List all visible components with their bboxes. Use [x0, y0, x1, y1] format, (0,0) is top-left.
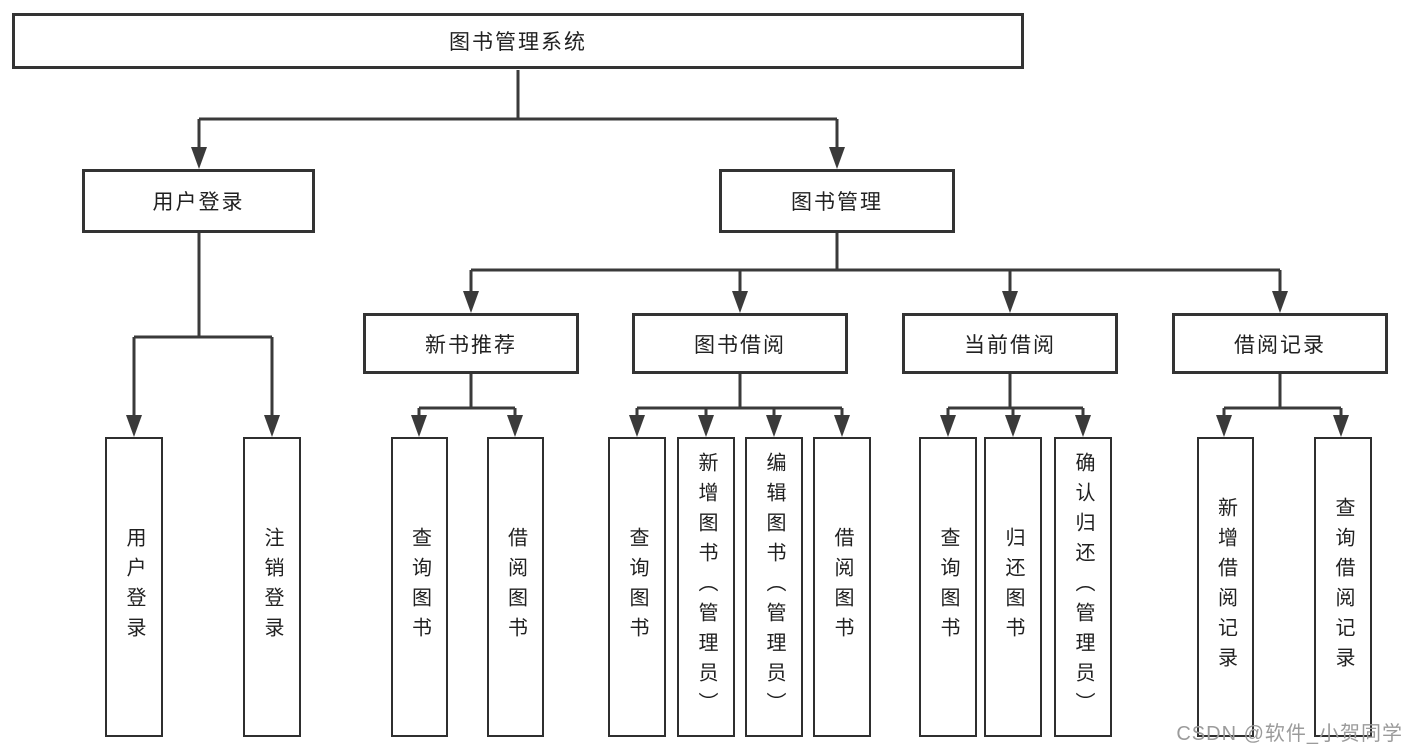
node-user-login: 用户登录: [82, 169, 315, 233]
leaf-label: 归还图书: [1002, 527, 1024, 647]
node-label: 借阅记录: [1234, 333, 1326, 357]
leaf-label: 新增图书（管理员）: [695, 452, 717, 722]
leaf-logout: 注销登录: [243, 437, 301, 737]
leaf-label: 查询图书: [626, 527, 648, 647]
leaf-label: 查询图书: [408, 527, 431, 647]
leaf-return-book: 归还图书: [984, 437, 1042, 737]
node-label: 用户登录: [152, 191, 245, 214]
leaf-confirm-return-admin: 确认归还（管理员）: [1054, 437, 1112, 737]
node-label: 图书借阅: [694, 333, 786, 357]
leaf-label: 编辑图书（管理员）: [763, 452, 785, 722]
leaf-label: 查询图书: [937, 527, 959, 647]
leaf-add-borrow-record: 新增借阅记录: [1197, 437, 1254, 737]
leaf-user-login: 用户登录: [105, 437, 163, 737]
node-current-borrowing: 当前借阅: [902, 313, 1118, 374]
leaf-query-borrow-record: 查询借阅记录: [1314, 437, 1372, 737]
leaf-edit-book-admin: 编辑图书（管理员）: [745, 437, 803, 737]
node-new-book-recommendation: 新书推荐: [363, 313, 579, 374]
node-book-management: 图书管理: [719, 169, 955, 233]
node-label: 新书推荐: [425, 333, 517, 357]
node-borrowing-records: 借阅记录: [1172, 313, 1388, 374]
node-label: 图书管理系统: [449, 31, 587, 54]
leaf-query-books-borrowing: 查询图书: [608, 437, 666, 737]
leaf-borrow-books: 借阅图书: [813, 437, 871, 737]
leaf-label: 新增借阅记录: [1214, 497, 1237, 677]
leaf-label: 用户登录: [123, 527, 145, 647]
leaf-borrow-books-recommend: 借阅图书: [487, 437, 544, 737]
node-label: 当前借阅: [964, 333, 1056, 357]
node-book-borrowing: 图书借阅: [632, 313, 848, 374]
node-label: 图书管理: [791, 191, 883, 214]
leaf-label: 查询借阅记录: [1332, 497, 1354, 677]
leaf-label: 注销登录: [261, 527, 283, 647]
leaf-add-book-admin: 新增图书（管理员）: [677, 437, 735, 737]
watermark-text: CSDN @软件_小贺同学: [1176, 723, 1403, 745]
node-library-management-system: 图书管理系统: [12, 13, 1024, 69]
leaf-query-books-current: 查询图书: [919, 437, 977, 737]
leaf-label: 确认归还（管理员）: [1072, 452, 1094, 722]
leaf-label: 借阅图书: [504, 527, 527, 647]
leaf-label: 借阅图书: [831, 527, 853, 647]
leaf-query-books-recommend: 查询图书: [391, 437, 448, 737]
